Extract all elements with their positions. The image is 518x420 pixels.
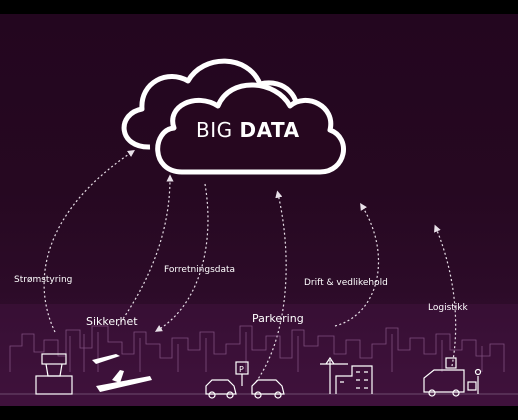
arrow-stromstyring-to-cloud xyxy=(43,149,135,333)
airplane-icon xyxy=(92,354,152,392)
cloud-title-light: BIG xyxy=(196,118,233,142)
label-logistikk: Logistikk xyxy=(428,303,468,313)
parking-icon xyxy=(205,361,285,399)
control-tower-icon xyxy=(35,353,73,395)
label-drift-vedlikehold: Drift & vedlikehold xyxy=(304,278,388,288)
arrow-parking-to-cloud xyxy=(255,190,287,383)
arrow-cloud-to-forretningsdata xyxy=(154,183,209,332)
label-forretningsdata: Forretningsdata xyxy=(164,265,236,275)
cloud-back xyxy=(121,58,300,150)
connection-arrows xyxy=(43,149,457,383)
cloud-icon xyxy=(155,82,346,175)
label-sikkerhet: Sikkerhet xyxy=(86,315,138,328)
cloud-title: BIG DATA xyxy=(196,118,300,142)
cloud-title-bold: DATA xyxy=(239,118,300,142)
city-skyline xyxy=(9,325,505,372)
arrow-logistikk-to-cloud xyxy=(434,224,457,367)
arrow-drift-to-cloud xyxy=(334,202,380,327)
parking-sign-icon: P xyxy=(239,365,244,374)
label-parkering: Parkering xyxy=(252,312,304,325)
delivery-truck-icon xyxy=(423,357,482,397)
label-stromstyring: Strømstyring xyxy=(14,275,73,285)
diagram-graphics: P xyxy=(0,58,518,406)
arrow-sikkerhet-to-cloud xyxy=(117,174,174,327)
crane-icon xyxy=(320,356,373,394)
big-data-slide: P BIG DATA Strømstyring Forretningsdata … xyxy=(0,14,518,406)
